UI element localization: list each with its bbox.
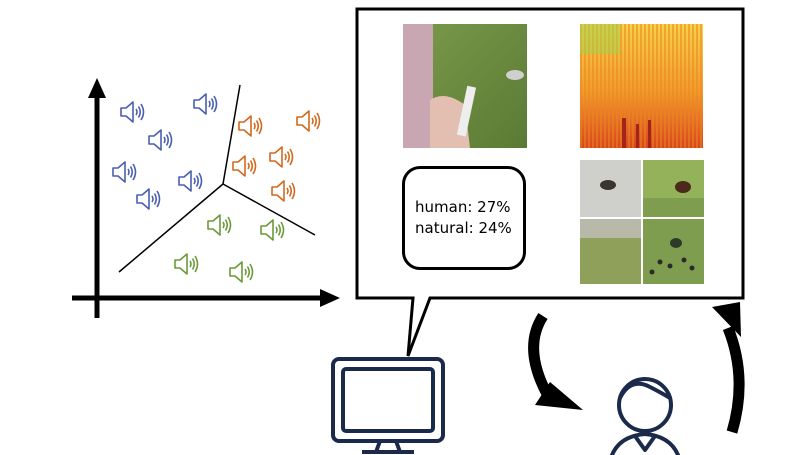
speaker-icon bbox=[208, 215, 231, 235]
video-frame-hand-image bbox=[403, 24, 527, 148]
speaker-icon bbox=[270, 147, 293, 167]
person-icon bbox=[612, 379, 678, 455]
speaker-icon bbox=[179, 171, 202, 191]
speaker-icon bbox=[272, 181, 295, 201]
x-axis-arrowhead bbox=[320, 289, 340, 307]
speaker-icon bbox=[297, 111, 320, 131]
speaker-icon bbox=[137, 189, 160, 209]
speaker-icon bbox=[121, 102, 144, 122]
prediction-scores-box: human: 27% natural: 24% bbox=[402, 166, 526, 270]
video-frame-birds-image bbox=[580, 160, 704, 284]
score-value: 24% bbox=[478, 219, 511, 237]
score-label: natural bbox=[415, 219, 469, 237]
speaker-icon bbox=[233, 156, 256, 176]
score-row-human: human: 27% bbox=[415, 197, 523, 218]
boundary-line bbox=[223, 184, 315, 235]
embedding-plot bbox=[72, 78, 340, 318]
speaker-icon bbox=[113, 162, 136, 182]
speaker-icon bbox=[239, 116, 262, 136]
curved-arrow-icon bbox=[534, 316, 583, 410]
speaker-icon bbox=[149, 130, 172, 150]
curved-arrow-icon bbox=[712, 302, 741, 432]
sound-points bbox=[113, 94, 320, 282]
monitor-icon bbox=[333, 359, 443, 452]
score-row-natural: natural: 24% bbox=[415, 218, 523, 239]
speaker-icon bbox=[261, 220, 284, 240]
y-axis-arrowhead bbox=[88, 78, 106, 98]
spectrogram-image bbox=[580, 24, 703, 148]
speaker-icon bbox=[194, 94, 217, 114]
score-value: 27% bbox=[477, 198, 510, 216]
score-label: human bbox=[415, 198, 467, 216]
speaker-icon bbox=[230, 262, 253, 282]
boundary-line bbox=[223, 85, 240, 184]
speaker-icon bbox=[175, 254, 198, 274]
